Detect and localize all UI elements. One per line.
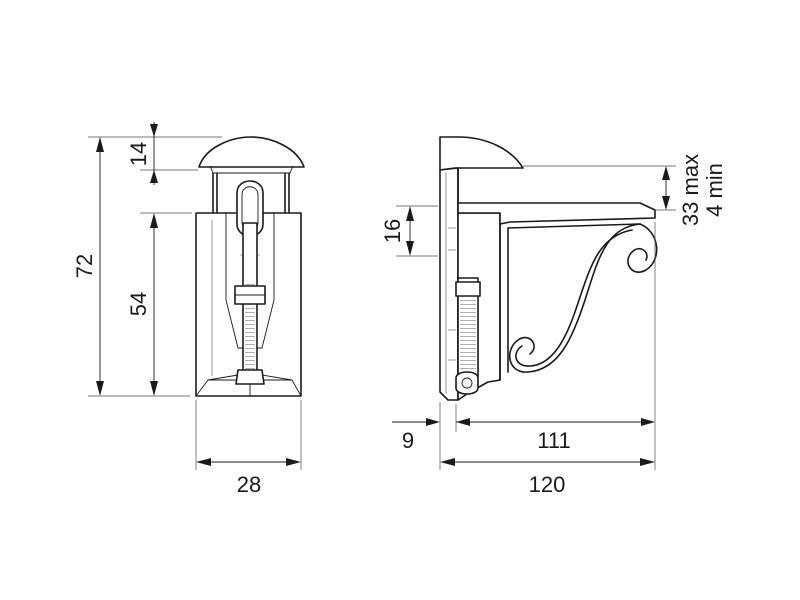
dim-cap-height: 14 [126,142,151,166]
dim-height-total: 72 [72,254,97,278]
dim-body-height: 54 [126,292,151,316]
dim-wall-offset: 9 [402,428,414,453]
front-dimensions: 72 14 54 28 [72,122,302,497]
dim-depth-total: 120 [529,472,566,497]
dim-slot-height: 16 [380,219,405,243]
side-view [439,136,658,401]
side-scroll [507,223,658,273]
dim-shelf-min: 4 min [702,163,727,217]
dim-width: 28 [237,472,261,497]
side-dimensions: 16 33 max 4 min 9 111 120 [380,154,727,497]
dim-shelf-max: 33 max [678,154,703,226]
front-view [195,136,305,397]
side-back-plate [439,167,459,401]
side-cap [439,136,524,171]
side-shelf-arm [457,202,656,225]
dim-depth-inner: 111 [537,428,570,453]
front-cap [198,136,305,168]
